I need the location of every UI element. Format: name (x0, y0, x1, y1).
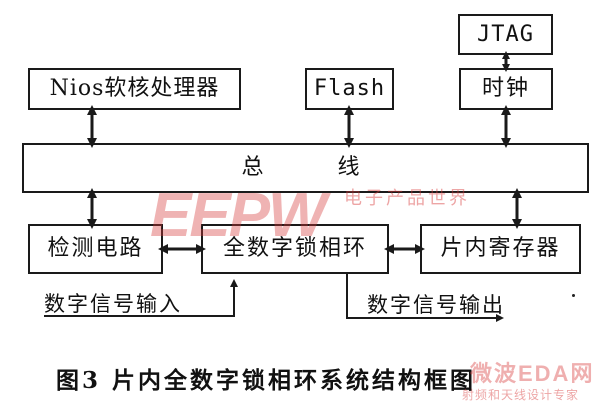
jtag-block: JTAG (458, 14, 553, 55)
on-chip-register-block: 片内寄存器 (420, 224, 581, 274)
corner-watermark-subtitle: 射频和天线设计专家 (462, 388, 580, 402)
arrow-signal-input (44, 279, 238, 317)
arrow-signal-output (346, 274, 504, 322)
detection-circuit-block: 检测电路 (28, 224, 163, 274)
nios-processor-block: Nios软核处理器 (28, 68, 241, 110)
scan-speck (572, 294, 575, 297)
signal-input-label: 数字信号输入 (44, 292, 182, 316)
eepw-watermark: EEPW (150, 181, 327, 250)
clock-block: 时钟 (459, 68, 553, 110)
bus-block: 总 线 (22, 143, 589, 193)
flash-block: Flash (305, 68, 394, 110)
signal-output-label: 数字信号输出 (367, 293, 505, 317)
eepw-watermark-subtitle: 电子产品世界 (344, 188, 470, 209)
figure-caption: 图3 片内全数字锁相环系统结构框图 (56, 367, 477, 394)
corner-watermark: 微波EDA网 (470, 361, 595, 386)
adpll-block: 全数字锁相环 (201, 224, 389, 274)
